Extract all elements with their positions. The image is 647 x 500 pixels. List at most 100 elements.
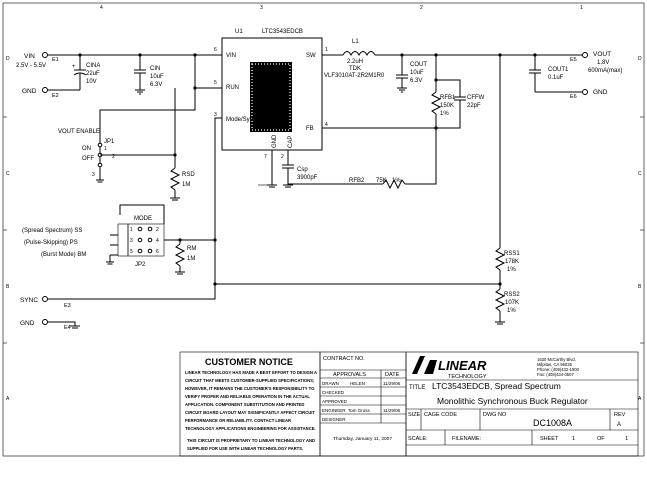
address-line-2: Milpitas, CA 95035 — [537, 362, 573, 367]
resistor-rm: RM 1M — [174, 240, 196, 275]
ic-pin-run: RUN — [226, 85, 239, 91]
resistor-rss1: RSS1 178K 1% — [494, 247, 520, 289]
vout-terminal[interactable] — [582, 52, 588, 58]
notice-footer-1: THIS CIRCUIT IS PROPRIETARY TO LINEAR TE… — [187, 438, 315, 443]
cina-voltage: 10V — [86, 79, 97, 85]
rm-value: 1M — [187, 256, 195, 262]
notice-line-6: CIRCUIT BOARD LAYOUT MAY SIGNIFICANTLY A… — [185, 410, 315, 415]
cap-cffw: CFFW 22pF — [436, 95, 485, 129]
vout-current: 600mA(max) — [588, 68, 622, 74]
size-label: SIZE — [408, 412, 421, 418]
row-marker-c-right: B — [638, 284, 642, 290]
sheet-label: SHEET — [540, 436, 559, 442]
vin-label: VIN — [24, 53, 35, 60]
inductor-l1: L1 2.2uH TDK VLF3010AT-2R2M1R0 — [324, 39, 385, 79]
cout-ref: COUT — [410, 62, 427, 68]
vout-voltage: 1.8V — [597, 60, 609, 66]
jp2-ps: (Pulse-Skipping) PS — [24, 240, 78, 246]
cffw-value: 22pF — [467, 103, 481, 109]
scale-label: SCALE: — [408, 436, 428, 442]
engineer-name: Tom Gross — [348, 408, 371, 413]
port-gnd-bottom[interactable]: GND E4 — [20, 319, 71, 332]
jp1-pin2: 2 — [112, 154, 115, 160]
notice-footer-2: SUPPLIED FOR USE WITH LINEAR TECHNOLOGY … — [187, 446, 303, 451]
jp2-ref: JP2 — [135, 262, 146, 268]
l1-brand: TDK — [349, 66, 361, 72]
jp1-title: VOUT ENABLE — [58, 129, 100, 135]
notice-line-8: TECHNOLOGY APPLICATIONS ENGINEERING FOR … — [185, 426, 316, 431]
ic-part: LTC3543EDCB — [262, 29, 303, 35]
rss2-tol: 1% — [507, 308, 516, 314]
jp2-pin5: 5 — [130, 249, 133, 255]
jp1-ref: JP1 — [104, 139, 115, 145]
jumper-jp1[interactable]: VOUT ENABLE JP1 ON OFF 1 2 3 — [58, 129, 120, 183]
rfb2-tol: 1% — [392, 178, 401, 184]
rss1-ref: RSS1 — [504, 251, 520, 257]
gnd-right-ref: E6 — [570, 94, 577, 100]
rss2-ref: RSS2 — [504, 292, 520, 298]
filename-label: FILENAME: — [452, 436, 482, 442]
address-line-3: Phone: (408)432-1900 — [537, 367, 580, 372]
jp2-bm: (Burst Mode) BM — [41, 252, 86, 258]
gnd-left-terminal[interactable] — [42, 87, 48, 93]
ic-pin-sw: SW — [306, 53, 316, 59]
cout-voltage: 6.3V — [410, 78, 422, 84]
row-marker-a-right: D — [638, 56, 642, 62]
sync-ref: E3 — [64, 303, 71, 309]
gnd-right-label: GND — [593, 89, 608, 96]
ic-pin-fb: FB — [306, 126, 314, 132]
rfb2-ref: RFB2 — [349, 178, 365, 184]
jumper-jp2[interactable]: MODE JP2 (Spread Spectrum) SS (Pulse-Ski… — [22, 216, 165, 268]
sync-terminal[interactable] — [42, 296, 48, 302]
jp2-ss: (Spread Spectrum) SS — [22, 228, 82, 234]
address-line-1: 1630 McCarthy Blvd. — [537, 357, 576, 362]
notice-line-3: HOWEVER, IT REMAINS THE CUSTOMER'S RESPO… — [185, 386, 315, 391]
cin-ref: CIN — [150, 66, 160, 72]
rfb1-value: 150K — [440, 103, 454, 109]
l1-part: VLF3010AT-2R2M1R0 — [324, 73, 385, 79]
cage-label: CAGE CODE — [424, 412, 457, 418]
ic-ref: U1 — [235, 29, 243, 35]
wire-run — [194, 55, 222, 89]
gnd-bottom-terminal[interactable] — [42, 319, 48, 325]
ic-pin-vin: VIN — [226, 53, 236, 59]
jp2-pin4: 4 — [156, 238, 159, 244]
port-vin[interactable]: VIN E1 2.5V - 5.5V — [16, 52, 59, 70]
row-marker-d-right: A — [638, 396, 642, 402]
vin-terminal[interactable] — [42, 52, 48, 58]
ic-pin-gnd: GND — [272, 134, 278, 148]
cina-ref: CINA — [86, 63, 100, 69]
title-line-1: LTC3543EDCB, Spread Spectrum — [432, 381, 561, 391]
gnd-bottom-label: GND — [20, 320, 35, 327]
cin-voltage: 6.3V — [150, 82, 162, 88]
rss1-tol: 1% — [507, 267, 516, 273]
port-sync[interactable]: SYNC E3 — [20, 296, 71, 310]
jp2-pin1: 1 — [130, 227, 133, 233]
wire-mode — [164, 117, 222, 241]
cout1-value: 0.1uF — [548, 75, 564, 81]
notice-line-1: LINEAR TECHNOLOGY HAS MADE A BEST EFFORT… — [185, 370, 317, 375]
cffw-ref: CFFW — [467, 95, 485, 101]
jp2-pin6: 6 — [156, 249, 159, 255]
cap-cin: CIN 10uF 6.3V — [134, 55, 164, 95]
gnd-left-label: GND — [22, 88, 37, 95]
cap-csp: Csp 3900pF — [282, 164, 318, 188]
sheet-number: 1 — [572, 436, 575, 442]
port-gnd-right[interactable]: GND E6 — [570, 89, 608, 100]
port-vout[interactable]: VOUT E5 1.8V 600mA(max) — [570, 51, 622, 74]
gnd-right-terminal[interactable] — [582, 89, 588, 95]
jp1-off: OFF — [82, 156, 94, 162]
ic-pin-mode: Mode/Sync — [226, 117, 256, 123]
ic-u1[interactable]: U1 LTC3543EDCB VIN 6 RUN 5 Mode/Sync 3 S… — [214, 29, 328, 160]
port-gnd-left[interactable]: GND E2 — [22, 87, 59, 100]
ic-pin-cap-num: 2 — [281, 154, 284, 160]
rsd-ref: RSD — [182, 172, 195, 178]
cap-cout1: COUT1 0.1uF — [529, 55, 569, 92]
rss1-value: 178K — [505, 259, 519, 265]
dwg-number: DC1008A — [533, 418, 572, 428]
ic-pin-run-num: 5 — [214, 80, 217, 86]
approvals-date-header: DATE — [385, 372, 400, 378]
approvals-footer-date: Thursday, January 11, 2007 — [333, 436, 392, 442]
csp-value: 3900pF — [297, 175, 318, 181]
